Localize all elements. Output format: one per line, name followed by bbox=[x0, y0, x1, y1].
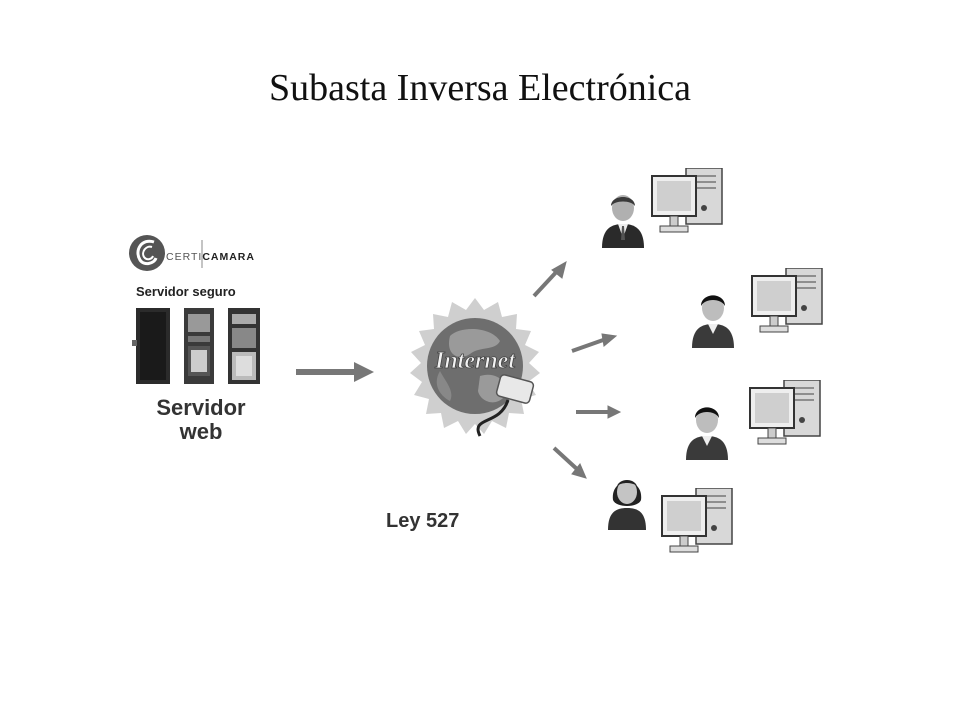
logo-text: CERTICAMARA bbox=[166, 251, 255, 263]
page-title: Subasta Inversa Electrónica bbox=[268, 67, 692, 109]
server-racks bbox=[132, 308, 260, 384]
server-rack-icon bbox=[184, 308, 214, 384]
businessman-icon bbox=[602, 195, 644, 248]
client-node bbox=[598, 168, 818, 268]
certicamara-logo bbox=[129, 235, 203, 271]
server-rack-icon bbox=[132, 308, 170, 384]
arrow-right-icon bbox=[296, 362, 374, 382]
arrow-icon bbox=[576, 405, 622, 419]
internet-globe-icon: Internet bbox=[410, 298, 540, 437]
arrow-icon bbox=[552, 446, 587, 479]
woman-user-icon bbox=[608, 480, 646, 530]
desktop-computer-icon bbox=[651, 168, 723, 233]
law-label: Ley 527 bbox=[386, 510, 460, 532]
internet-label: Internet bbox=[434, 348, 516, 374]
user-icon bbox=[686, 407, 728, 460]
arrow-icon bbox=[571, 333, 618, 353]
arrow-icon bbox=[532, 260, 567, 298]
client-node bbox=[682, 380, 902, 480]
client-node bbox=[602, 480, 822, 588]
secure-server-label: Servidor seguro bbox=[136, 284, 236, 299]
server-rack-icon bbox=[228, 308, 260, 384]
user-icon bbox=[692, 295, 734, 348]
desktop-computer-icon bbox=[661, 488, 733, 553]
desktop-computer-icon bbox=[749, 380, 821, 445]
web-server-label: Servidor web bbox=[156, 395, 246, 444]
fan-out-arrows bbox=[532, 260, 622, 479]
client-node bbox=[688, 268, 908, 368]
desktop-computer-icon bbox=[751, 268, 823, 333]
